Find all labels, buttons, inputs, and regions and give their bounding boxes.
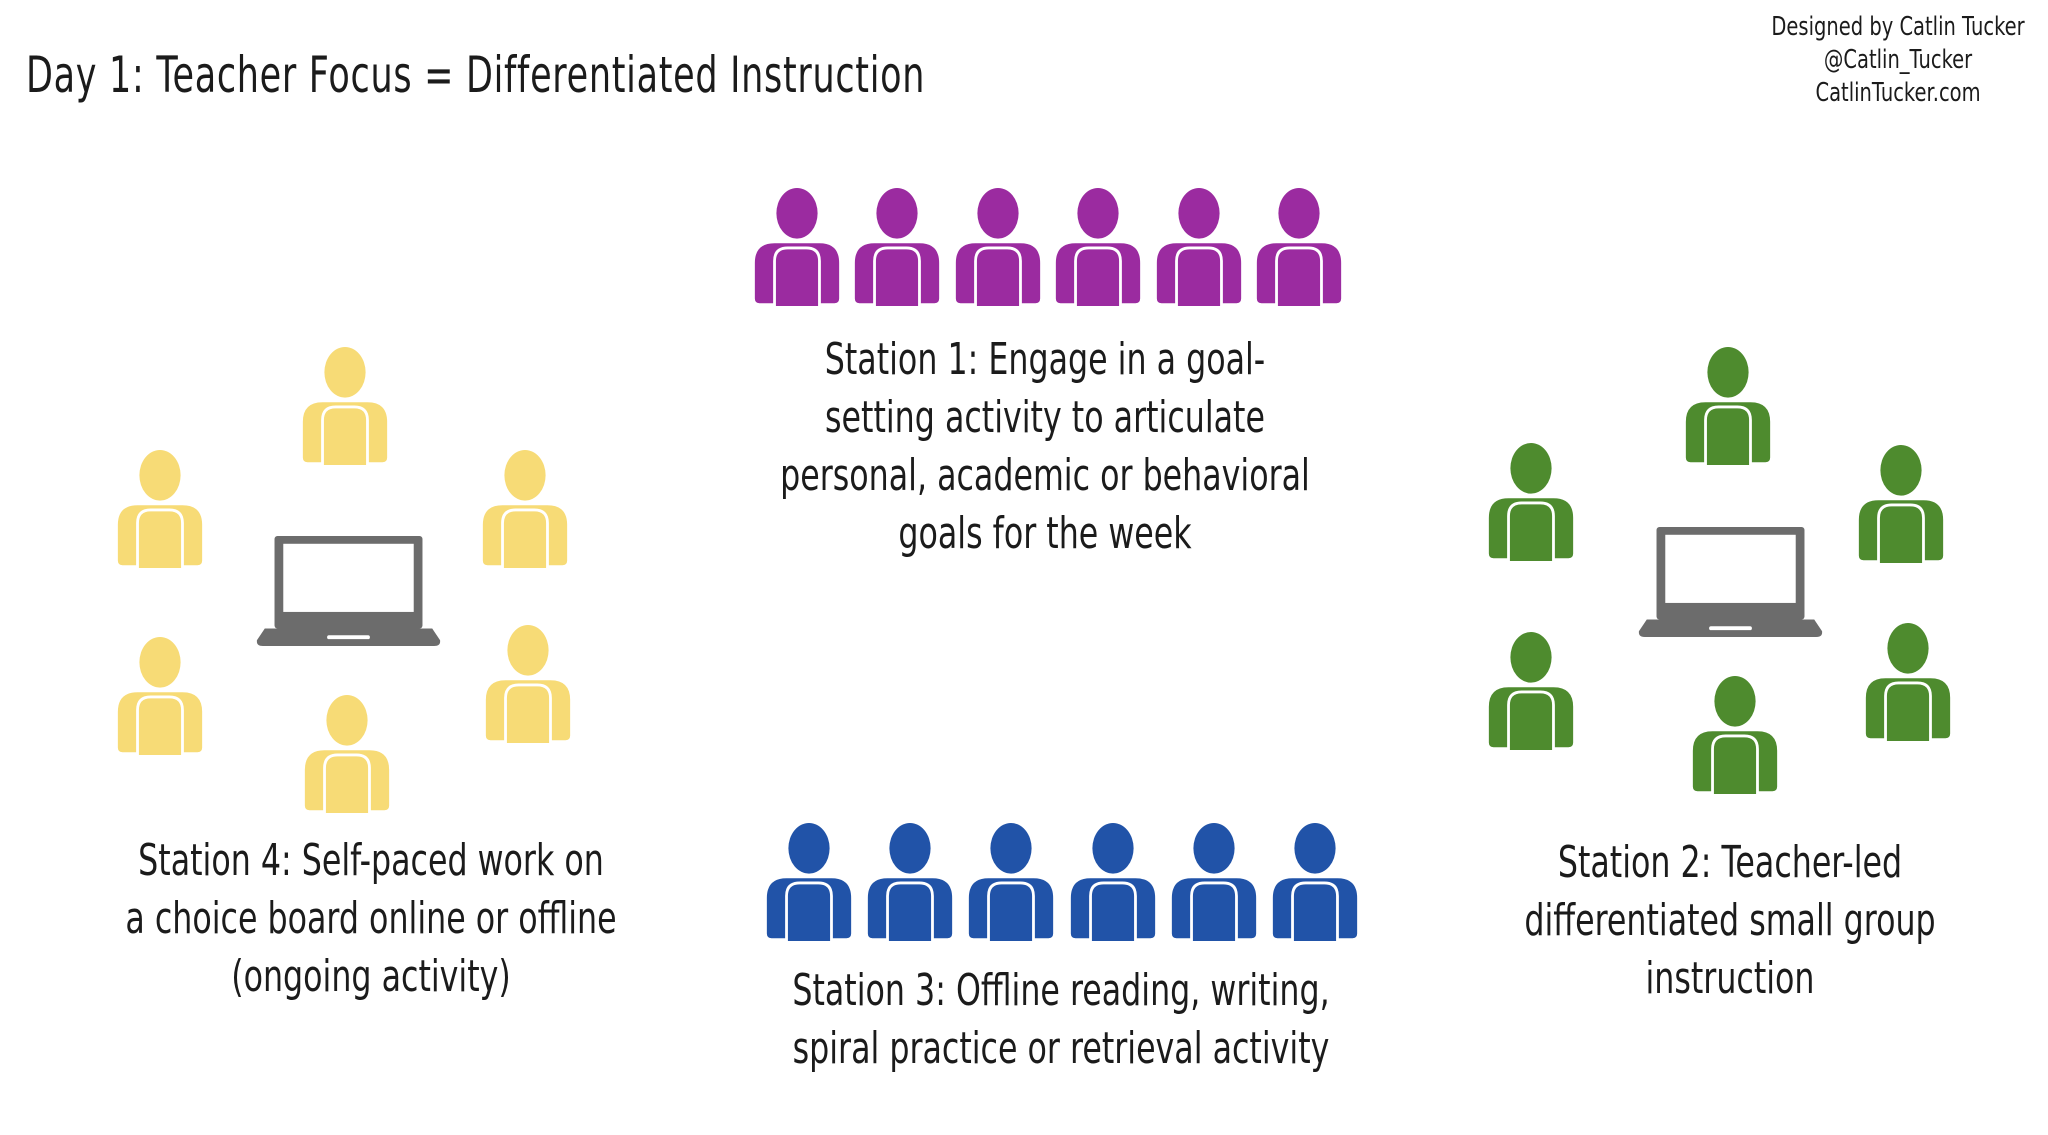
caption-line: a choice board online or offline (125, 893, 617, 944)
person-icon (951, 188, 1045, 306)
laptop-icon (256, 536, 441, 646)
person-icon (478, 450, 572, 568)
person-icon (1861, 623, 1955, 741)
credit-line: CatlinTucker.com (1815, 78, 1981, 108)
caption-line: Station 3: Offline reading, writing, (792, 965, 1330, 1016)
page-title: Day 1: Teacher Focus = Differentiated In… (26, 46, 926, 104)
credit-block: Designed by Catlin Tucker @Catlin_Tucker… (1772, 11, 2025, 110)
caption-line: personal, academic or behavioral (780, 450, 1310, 501)
station-4-caption: Station 4: Self-paced work on a choice b… (47, 832, 695, 1006)
person-icon (1688, 676, 1782, 794)
person-icon (1484, 443, 1578, 561)
credit-line: Designed by Catlin Tucker (1771, 12, 2025, 42)
caption-line: Station 1: Engage in a goal- (824, 334, 1266, 385)
person-icon (1484, 632, 1578, 750)
station-3-people-row (762, 823, 1362, 941)
person-icon (1051, 188, 1145, 306)
person-icon (1268, 823, 1362, 941)
credit-line: @Catlin_Tucker (1824, 45, 1973, 75)
caption-line: setting activity to articulate (825, 392, 1265, 443)
person-icon (1152, 188, 1246, 306)
station-2-caption: Station 2: Teacher-led differentiated sm… (1406, 834, 2048, 1008)
caption-line: Station 4: Self-paced work on (138, 835, 604, 886)
person-icon (1167, 823, 1261, 941)
person-icon (298, 347, 392, 465)
caption-line: (ongoing activity) (231, 951, 511, 1002)
person-icon (750, 188, 844, 306)
caption-line: instruction (1645, 953, 1815, 1004)
station-1-caption: Station 1: Engage in a goal- setting act… (721, 331, 1369, 563)
person-icon (113, 450, 207, 568)
person-icon (300, 695, 394, 813)
person-icon (863, 823, 957, 941)
person-icon (1066, 823, 1160, 941)
person-icon (1681, 347, 1775, 465)
station-3-caption: Station 3: Offline reading, writing, spi… (737, 962, 1385, 1078)
person-icon (850, 188, 944, 306)
person-icon (1854, 445, 1948, 563)
caption-line: Station 2: Teacher-led (1557, 837, 1903, 888)
caption-line: spiral practice or retrieval activity (792, 1023, 1330, 1074)
station-1-people-row (750, 188, 1346, 306)
person-icon (964, 823, 1058, 941)
person-icon (481, 625, 575, 743)
person-icon (113, 637, 207, 755)
person-icon (1252, 188, 1346, 306)
caption-line: differentiated small group (1524, 895, 1936, 946)
laptop-icon (1638, 527, 1823, 637)
person-icon (762, 823, 856, 941)
caption-line: goals for the week (898, 508, 1192, 559)
